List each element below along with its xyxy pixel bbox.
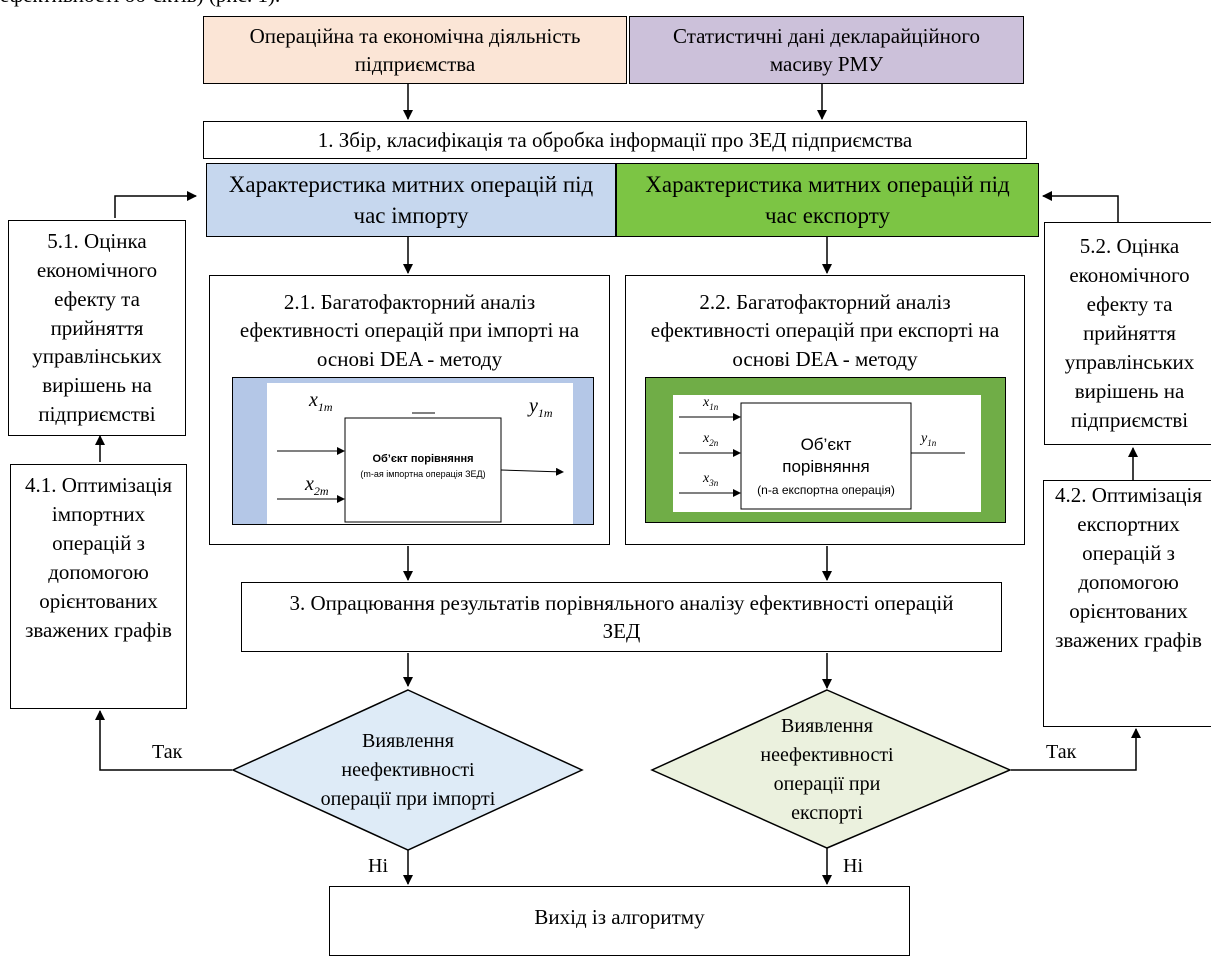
cut-off-caption-text: ефективності об’єктів) (рис. 1). — [0, 0, 280, 8]
statistics-text: Статистичні дані декларайційного масиву … — [672, 23, 980, 76]
step21-dea-arrows — [277, 412, 564, 523]
step3-box: 3. Опрацювання результатів порівняльного… — [241, 582, 1002, 652]
step22-title: 2.2. Багатофакторний аналіз ефективності… — [650, 290, 1000, 371]
step51-box: 5.1. Оцінка економічного ефекту та прийн… — [8, 220, 186, 436]
step22-object-label-line2: порівняння — [782, 457, 870, 476]
step21-input-x2: x2m — [305, 473, 329, 498]
step52-box: 5.2. Оцінка економічного ефекту та прийн… — [1044, 222, 1211, 445]
operational-activity-box: Операційна та економічна діяльність підп… — [203, 16, 627, 84]
exit-text: Вихід із алгоритму — [534, 905, 705, 929]
export-characteristic-box: Характеристика митних операцій під час е… — [616, 163, 1039, 237]
step21-output-y1: y1m — [529, 395, 553, 420]
step21-output-y1-sub: 1m — [537, 406, 553, 420]
import-characteristic-box: Характеристика митних операцій під час і… — [206, 163, 616, 237]
decision-import-text: Виявлення неефективності операції при ім… — [320, 729, 496, 810]
step22-output-y1: y1n — [921, 431, 937, 448]
statistics-box: Статистичні дані декларайційного масиву … — [629, 16, 1024, 84]
step51-text: 5.1. Оцінка економічного ефекту та прийн… — [32, 228, 162, 427]
step22-input-x2: x2n — [703, 431, 719, 448]
step22-object-sub: (n-а експортна операція) — [757, 483, 895, 497]
step22-input-x3: x3n — [703, 471, 719, 488]
step22-object-label-line1: Об’єкт — [800, 435, 852, 454]
step22-input-x1: x1n — [703, 395, 719, 412]
decision-export-text: Виявлення неефективності операції при ек… — [760, 715, 894, 824]
operational-activity-text: Операційна та економічна діяльність підп… — [249, 23, 581, 76]
decision-import-shape — [231, 689, 584, 851]
yes-label-right: Так — [1046, 741, 1077, 763]
step41-text: 4.1. Оптимізація імпортних операцій з до… — [24, 473, 173, 642]
step21-object-sub: (m-ая імпортна операція ЗЕД) — [360, 469, 486, 479]
decision-export-shape — [650, 689, 1012, 849]
step21-dea-image: x1m x2m y1m Об’єкт порівняння (m-ая імпо… — [267, 383, 573, 524]
export-characteristic-text: Характеристика митних операцій під час е… — [645, 171, 1010, 228]
step1-box: 1. Збір, класифікація та обробка інформа… — [203, 121, 1027, 159]
step52-text: 5.2. Оцінка економічного ефекту та прийн… — [1064, 234, 1195, 432]
step21-input-x2-sub: 2m — [313, 484, 329, 498]
step42-text: 4.2. Оптимізація експортних операцій з д… — [1054, 483, 1203, 652]
step3-text: 3. Опрацювання результатів порівняльного… — [289, 590, 954, 643]
step22-dea-image: x1n x2n x3n y1n Об’єкт порівняння (n-а е… — [673, 395, 981, 512]
step21-object-label: Об’єкт порівняння — [372, 453, 474, 465]
exit-box: Вихід із алгоритму — [329, 886, 910, 956]
step42-box: 4.2. Оптимізація експортних операцій з д… — [1043, 480, 1211, 727]
step22-output-y1-sub: 1n — [927, 437, 937, 448]
step22-input-x2-sub: 2n — [709, 437, 719, 448]
yes-label-left: Так — [152, 741, 183, 763]
step22-input-x3-sub: 3n — [709, 477, 719, 488]
step21-dea-panel: x1m x2m y1m Об’єкт порівняння (m-ая імпо… — [232, 377, 594, 525]
step1-text: 1. Збір, класифікація та обробка інформа… — [317, 127, 913, 152]
no-label-left: Ні — [368, 855, 388, 877]
no-label-right: Ні — [843, 855, 863, 877]
step22-dea-panel: x1n x2n x3n y1n Об’єкт порівняння (n-а е… — [645, 377, 1006, 523]
step21-input-x1: x1m — [309, 389, 333, 414]
step21-input-x1-sub: 1m — [317, 400, 333, 414]
step21-title: 2.1. Багатофакторний аналіз ефективності… — [239, 290, 580, 371]
step41-box: 4.1. Оптимізація імпортних операцій з до… — [10, 464, 187, 709]
step22-input-x1-sub: 1n — [709, 401, 719, 412]
step22-dea-arrows — [679, 402, 965, 510]
import-characteristic-text: Характеристика митних операцій під час і… — [228, 171, 594, 228]
